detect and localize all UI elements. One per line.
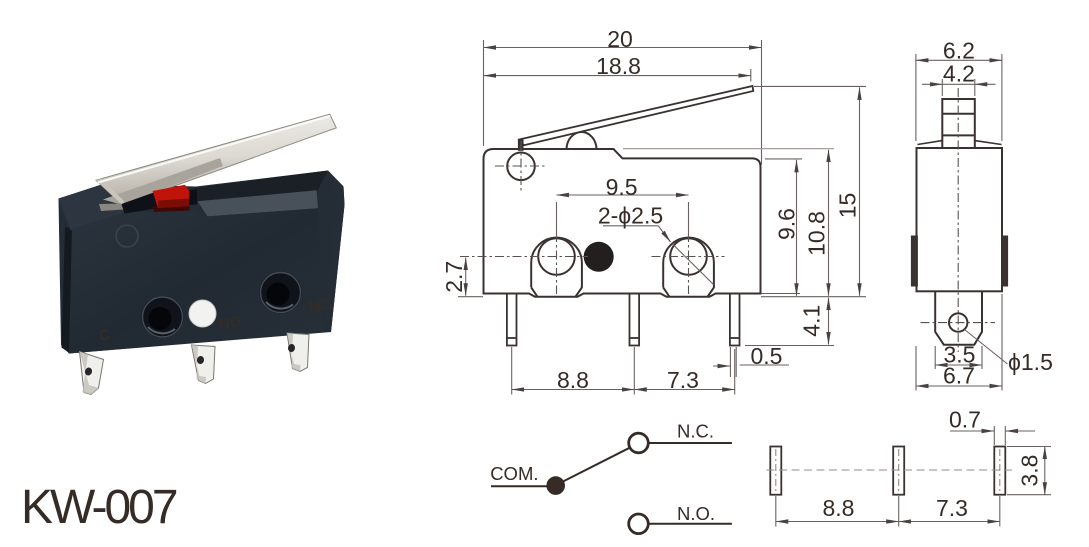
svg-text:18.8: 18.8 <box>596 53 641 79</box>
svg-text:15: 15 <box>835 193 861 219</box>
svg-text:NO: NO <box>218 313 244 334</box>
svg-text:6.7: 6.7 <box>943 363 975 389</box>
svg-text:8.8: 8.8 <box>557 367 589 393</box>
svg-text:ϕ1.5: ϕ1.5 <box>1008 349 1053 375</box>
svg-text:2-ϕ2.5: 2-ϕ2.5 <box>598 202 663 228</box>
svg-text:KW-007: KW-007 <box>21 481 177 534</box>
svg-text:3.8: 3.8 <box>1017 455 1043 487</box>
svg-text:7.3: 7.3 <box>667 367 699 393</box>
svg-text:2.7: 2.7 <box>441 261 467 293</box>
svg-text:10.8: 10.8 <box>804 211 830 256</box>
svg-text:9.6: 9.6 <box>774 208 800 240</box>
svg-text:3.5: 3.5 <box>944 342 976 368</box>
svg-text:COM.: COM. <box>490 463 538 484</box>
svg-text:0.5: 0.5 <box>751 343 783 369</box>
svg-text:8.8: 8.8 <box>823 495 855 521</box>
svg-text:20: 20 <box>607 26 633 52</box>
svg-text:NC: NC <box>307 294 335 318</box>
svg-text:0.7: 0.7 <box>949 407 981 433</box>
svg-text:7.3: 7.3 <box>936 495 968 521</box>
svg-text:6.2: 6.2 <box>943 37 975 63</box>
svg-text:C: C <box>98 326 112 345</box>
svg-text:9.5: 9.5 <box>606 174 638 200</box>
svg-text:N.C.: N.C. <box>677 421 714 442</box>
svg-text:N.O.: N.O. <box>677 503 715 524</box>
svg-text:4.1: 4.1 <box>799 305 825 337</box>
svg-text:4.2: 4.2 <box>943 60 975 86</box>
